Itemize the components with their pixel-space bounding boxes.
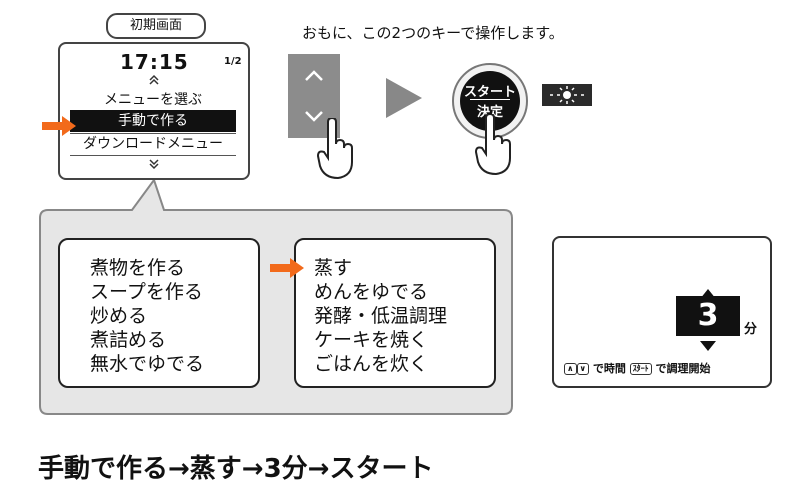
list-item[interactable]: 炒める	[90, 305, 148, 327]
chevron-double-down-icon	[148, 158, 160, 173]
selection-arrow-icon	[270, 258, 304, 282]
footer-time-text: で時間	[592, 362, 626, 375]
initial-screen-tab: 初期画面	[106, 13, 206, 39]
list-item[interactable]: めんをゆでる	[314, 281, 429, 303]
list-item[interactable]: 無水でゆでる	[90, 353, 205, 375]
triangle-down-icon[interactable]	[700, 336, 716, 355]
initial-screen-panel: 17:15 1/2 メニューを選ぶ 手動で作る ダウンロードメニュー	[58, 42, 250, 180]
selection-arrow-icon	[42, 116, 76, 140]
light-icon	[542, 84, 592, 106]
list-item[interactable]: ごはんを炊く	[314, 353, 429, 375]
start-key-small-icon: ｽﾀｰﾄ	[629, 363, 652, 375]
list-item-steam[interactable]: 蒸す	[314, 257, 353, 279]
footer-start-text: で調理開始	[655, 362, 711, 375]
list-item[interactable]: 煮詰める	[90, 329, 167, 351]
timer-footer: ∧∨ で時間 ｽﾀｰﾄ で調理開始	[564, 360, 711, 376]
hand-pointer-icon	[316, 116, 356, 184]
list-item[interactable]: 発酵・低温調理	[314, 305, 448, 327]
timer-value: 3	[676, 296, 740, 336]
menu-item-select-menu[interactable]: メニューを選ぶ	[104, 92, 202, 108]
menu-divider	[70, 133, 236, 134]
start-confirm-button[interactable]: スタート 決定	[452, 63, 528, 139]
up-key-icon[interactable]	[288, 60, 340, 90]
procedure-caption: 手動で作る→蒸す→3分→スタート	[38, 454, 434, 484]
hand-pointer-icon	[474, 112, 514, 180]
menu-divider	[70, 155, 236, 156]
start-divider	[470, 99, 510, 100]
play-arrow-icon	[386, 78, 422, 122]
chevron-double-up-icon	[148, 74, 160, 89]
confirm-label: 決定	[476, 105, 503, 120]
instruction-text: おもに、この2つのキーで操作します。	[302, 24, 564, 42]
menu-box-right: 蒸す めんをゆでる 発酵・低温調理 ケーキを焼く ごはんを炊く	[294, 238, 496, 388]
clock: 17:15	[120, 50, 189, 74]
list-item[interactable]: スープを作る	[90, 281, 203, 303]
menu-item-manual[interactable]: 手動で作る	[70, 110, 236, 132]
menu-box-left: 煮物を作る スープを作る 炒める 煮詰める 無水でゆでる	[58, 238, 260, 388]
up-key-small-icon: ∧	[564, 363, 577, 375]
page-indicator: 1/2	[224, 56, 242, 67]
timer-unit: 分	[744, 322, 758, 337]
timer-screen: 3 分 ∧∨ で時間 ｽﾀｰﾄ で調理開始	[552, 236, 772, 388]
down-key-icon[interactable]	[288, 102, 340, 132]
down-key-small-icon: ∨	[576, 363, 589, 375]
start-label: スタート	[463, 85, 516, 100]
list-item[interactable]: ケーキを焼く	[314, 329, 429, 351]
list-item[interactable]: 煮物を作る	[90, 257, 186, 279]
menu-item-download-menu[interactable]: ダウンロードメニュー	[83, 136, 223, 152]
